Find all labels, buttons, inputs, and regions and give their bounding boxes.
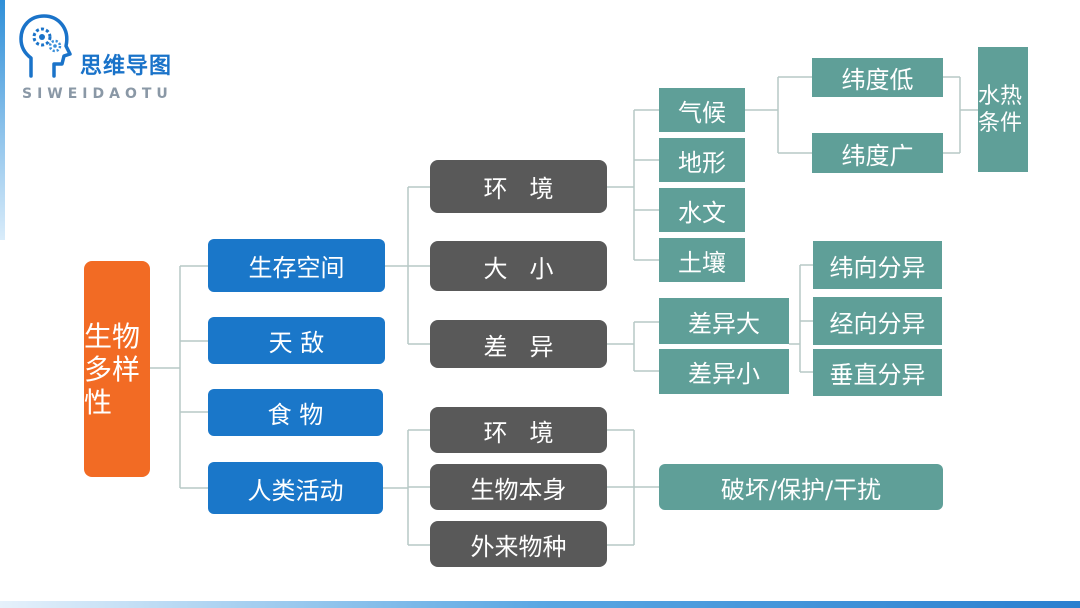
node-terrain: 地形 (659, 138, 745, 182)
node-wide-latitude: 纬度广 (812, 133, 943, 173)
node-vertical-zonation: 垂直分异 (813, 349, 942, 396)
logo: 思维导图 SIWEIDAOTU (18, 12, 218, 112)
node-latitudinal-zonation: 纬向分异 (813, 241, 942, 289)
node-low-latitude: 纬度低 (812, 58, 943, 97)
node-human-environment: 环境 (430, 407, 607, 453)
node-organism-itself: 生物本身 (430, 464, 607, 510)
node-water-heat: 水热条件 (978, 47, 1028, 172)
node-environment: 环境 (430, 160, 607, 213)
logo-subtitle: SIWEIDAOTU (22, 86, 173, 102)
node-natural-enemy: 天 敌 (208, 317, 385, 364)
node-climate: 气候 (659, 88, 745, 132)
node-large-difference: 差异大 (659, 298, 789, 344)
bottom-edge-accent (0, 601, 1080, 608)
node-small-difference: 差异小 (659, 349, 789, 394)
gear-head-icon (19, 14, 72, 78)
left-edge-accent (0, 0, 5, 240)
node-human-activity: 人类活动 (208, 462, 383, 514)
node-difference: 差异 (430, 320, 607, 368)
node-soil: 土壤 (659, 238, 745, 282)
node-destroy-protect-disturb: 破坏/保护/干扰 (659, 464, 943, 510)
root-node: 生物多样性 (84, 261, 150, 477)
node-longitudinal-zonation: 经向分异 (813, 297, 942, 345)
node-size: 大小 (430, 241, 607, 291)
logo-title: 思维导图 (80, 54, 173, 79)
node-survival-space: 生存空间 (208, 239, 385, 292)
node-food: 食 物 (208, 389, 383, 436)
node-hydrology: 水文 (659, 188, 745, 232)
node-alien-species: 外来物种 (430, 521, 607, 567)
